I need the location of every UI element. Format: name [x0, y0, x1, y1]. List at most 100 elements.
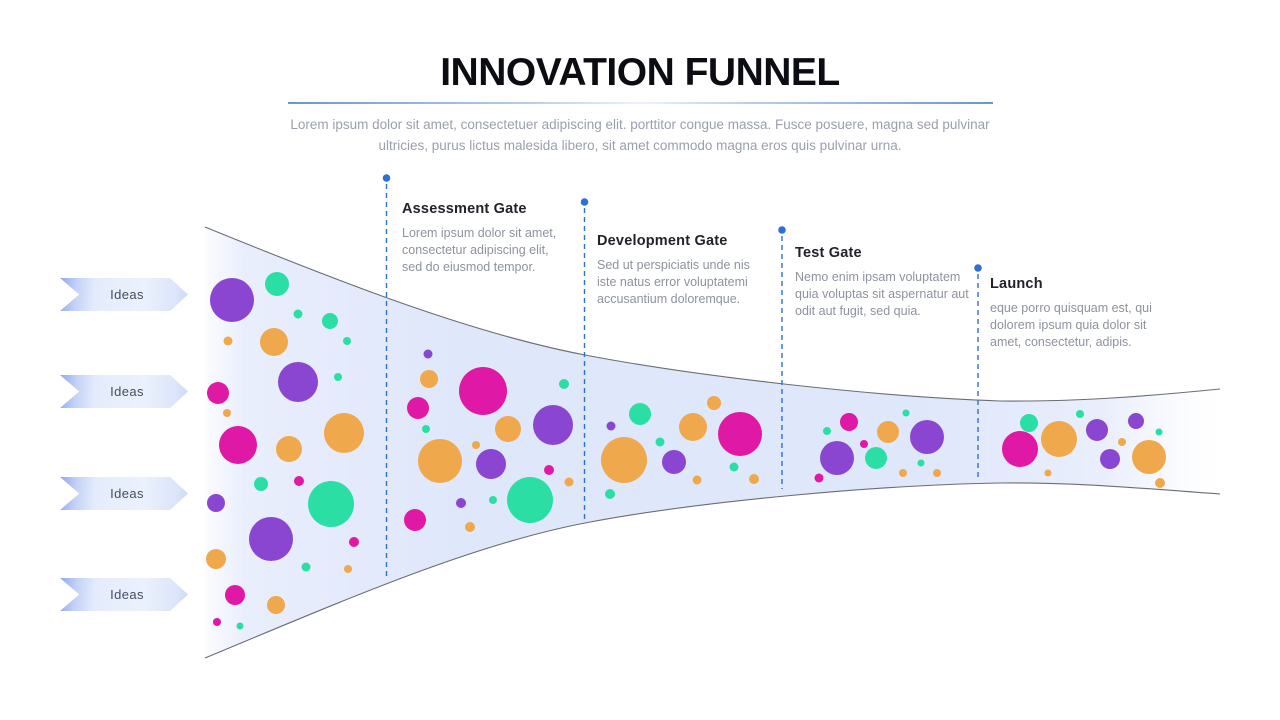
funnel-bubble [679, 413, 707, 441]
subtitle: Lorem ipsum dolor sit amet, consectetuer… [0, 115, 1280, 157]
funnel-bubble [456, 498, 466, 508]
funnel-bubble [225, 585, 245, 605]
funnel-bubble [1128, 413, 1144, 429]
funnel-bubble [707, 396, 721, 410]
funnel-bubble [260, 328, 288, 356]
funnel-bubble [404, 509, 426, 531]
funnel-bubble [267, 596, 285, 614]
funnel-bubble [465, 522, 475, 532]
funnel-bubble [1132, 440, 1166, 474]
funnel-bubble [564, 477, 574, 487]
funnel-bubble [1002, 431, 1038, 467]
funnel-bubble [236, 622, 244, 630]
funnel-bubble [276, 436, 302, 462]
funnel-bubble [265, 272, 289, 296]
funnel-bubble [559, 379, 569, 389]
gate-assessment: Assessment Gate Lorem ipsum dolor sit am… [402, 201, 597, 275]
gate-dot [974, 264, 982, 272]
gate-description: Sed ut perspiciatis unde nis iste natus … [597, 258, 750, 306]
idea-banner-label: Ideas [110, 587, 144, 602]
funnel-top-outline [204, 226, 1221, 402]
funnel-bubble [823, 427, 831, 435]
gate-dot [778, 226, 786, 234]
gate-dot [580, 198, 589, 206]
idea-banner-label: Ideas [110, 287, 144, 302]
funnel-bottom-outline [204, 482, 1221, 659]
funnel-bubble [533, 405, 573, 445]
idea-banner-3: Ideas [60, 477, 188, 510]
funnel-bubble [877, 421, 899, 443]
gate-title: Launch [990, 276, 1043, 292]
funnel-bubble [1044, 469, 1052, 477]
funnel-bubble [860, 440, 868, 448]
funnel-bubble [219, 426, 257, 464]
funnel-bubble [601, 437, 647, 483]
funnel-bubble [865, 447, 887, 469]
page-title: INNOVATION FUNNEL [440, 51, 840, 94]
funnel-bubble [729, 462, 739, 472]
gate-lines [382, 174, 982, 580]
funnel-bubble [910, 420, 944, 454]
funnel-bubble [489, 496, 497, 504]
funnel-bubble [606, 421, 616, 431]
funnel-bubble [334, 373, 342, 381]
funnel-bubble [207, 494, 225, 512]
funnel-bubble [1086, 419, 1108, 441]
funnel-bubble [476, 449, 506, 479]
funnel-bubble [249, 517, 293, 561]
funnel-bubble [344, 565, 352, 573]
funnel-bubble [933, 469, 941, 477]
funnel-bubble [223, 336, 233, 346]
gate-dot [382, 174, 391, 182]
funnel-bubble [544, 465, 554, 475]
funnel-bubble [301, 562, 311, 572]
funnel-bubble [1155, 478, 1165, 488]
gate-title: Development Gate [597, 233, 728, 249]
slide-header: INNOVATION FUNNEL Lorem ipsum dolor sit … [0, 0, 1280, 157]
idea-banner-label: Ideas [110, 486, 144, 501]
funnel-bubble [278, 362, 318, 402]
gate-test: Test Gate Nemo enim ipsam voluptatem qui… [795, 245, 990, 319]
funnel-bubble [207, 382, 229, 404]
funnel-bubble [407, 397, 429, 419]
funnel-bubble [206, 549, 226, 569]
funnel-bubble [223, 409, 231, 417]
funnel-bubble [324, 413, 364, 453]
gate-launch: Launch eque porro quisquam est, qui dolo… [990, 276, 1185, 350]
funnel-bubble [1155, 428, 1163, 436]
funnel-bubble [343, 337, 351, 345]
funnel-bubble [418, 439, 462, 483]
funnel-bubble [814, 473, 824, 483]
gate-title: Assessment Gate [402, 201, 527, 217]
funnel-bubbles [206, 272, 1166, 630]
funnel-bubble [294, 476, 304, 486]
idea-banner-2: Ideas [60, 375, 188, 408]
funnel-bubble [605, 489, 615, 499]
funnel-bubble [692, 475, 702, 485]
funnel-bubble [254, 477, 268, 491]
funnel-bubble [308, 481, 354, 527]
idea-banner-label: Ideas [110, 384, 144, 399]
funnel-bubble [662, 450, 686, 474]
funnel-bubble [472, 441, 480, 449]
funnel-bubble [902, 409, 910, 417]
gate-description: Nemo enim ipsam voluptatem quia voluptas… [795, 270, 969, 318]
title-underline [287, 101, 993, 104]
funnel-bubble [917, 459, 925, 467]
funnel-bubble [420, 370, 438, 388]
gate-title: Test Gate [795, 245, 862, 261]
funnel-bubble [349, 537, 359, 547]
funnel-bubble [495, 416, 521, 442]
funnel-bubble [655, 437, 665, 447]
funnel-bubble [213, 618, 221, 626]
subtitle-line-1: Lorem ipsum dolor sit amet, consectetuer… [290, 116, 990, 132]
funnel-bubble [293, 309, 303, 319]
funnel-bubble [1020, 414, 1038, 432]
funnel-bubble [423, 349, 433, 359]
funnel-bubble [507, 477, 553, 523]
funnel-bubble [749, 474, 759, 484]
funnel-bubble [210, 278, 254, 322]
gate-description: eque porro quisquam est, qui dolorem ips… [990, 301, 1152, 349]
